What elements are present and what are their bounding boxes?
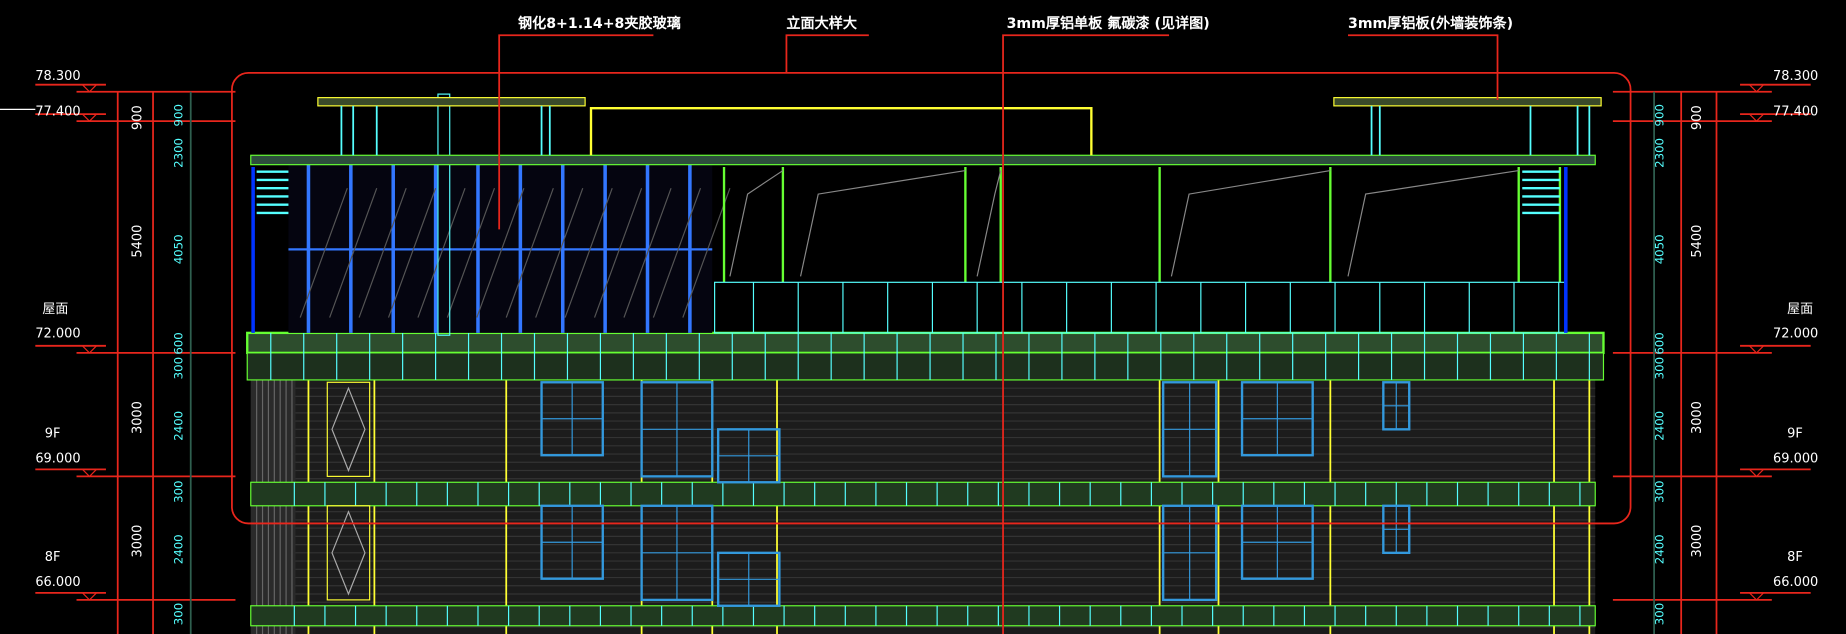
dim-inner-right-0: 900 [1653, 104, 1667, 126]
parapet-right [1333, 97, 1602, 107]
level-left-tag-9f: 9F [45, 427, 61, 442]
dim-inner-left-3: 600 [171, 332, 185, 354]
level-marker [81, 113, 97, 122]
dim-outer-left-0: 900 [130, 105, 145, 130]
dim-outer-left-1: 5400 [130, 225, 145, 258]
leader-line [785, 34, 869, 73]
dim-inner-right-5: 2400 [1653, 411, 1667, 441]
annotation-detail: 立面大样大 [786, 15, 857, 32]
dim-outer-left-3: 3000 [130, 525, 145, 558]
side-column [250, 379, 296, 634]
dim-outer-right-2: 3000 [1690, 401, 1705, 434]
glass-hatch [446, 187, 496, 318]
level-left-72000: 72.000 [35, 327, 80, 342]
floor-band [250, 481, 1596, 507]
glass-hatch [476, 187, 525, 318]
dim-inner-right-7: 2400 [1653, 534, 1667, 564]
glass-hatch [564, 187, 613, 318]
glass-hatch [299, 187, 348, 318]
dim-inner-left-1: 2300 [171, 138, 185, 168]
building-elevation [0, 34, 1811, 634]
level-right-72000: 72.000 [1773, 327, 1818, 342]
dim-inner-left-4: 300 [171, 357, 185, 379]
glass-hatch [652, 187, 702, 318]
level-right-78300: 78.300 [1773, 69, 1818, 84]
glass-hatch [535, 187, 584, 318]
decor-diamond [331, 510, 366, 596]
dim-outer-left-2: 3000 [130, 401, 145, 434]
glass-hatch [417, 187, 466, 318]
dim-inner-left-6: 300 [171, 480, 185, 502]
glass-hatch [358, 187, 407, 318]
level-left-69000: 69.000 [35, 451, 80, 466]
leader-line [498, 34, 654, 230]
floor-band [250, 605, 1596, 627]
level-left-78300: 78.300 [35, 69, 80, 84]
roof-slab-lower [246, 352, 1605, 381]
decor-panel [326, 505, 371, 601]
glass-hatch [623, 187, 672, 318]
level-left-66000: 66.000 [35, 575, 80, 590]
glass-hatch [593, 187, 643, 318]
glass-outline [799, 169, 966, 277]
level-left-77400: 77.400 [35, 104, 80, 119]
brick-wall [250, 379, 1596, 634]
annotation-glass: 钢化8+1.14+8夹胶玻璃 [518, 15, 681, 32]
level-marker [81, 592, 97, 601]
level-left-tag-8f: 8F [45, 550, 61, 565]
glass-hatch [682, 187, 731, 318]
parapet-left [317, 97, 586, 107]
glass-outline [1170, 169, 1331, 277]
level-marker [1749, 592, 1765, 601]
level-right-tag-roof: 屋面 [1787, 302, 1813, 317]
dim-inner-left-2: 4050 [171, 234, 185, 264]
level-right-77400: 77.400 [1773, 104, 1818, 119]
dim-outer-right-0: 900 [1690, 105, 1705, 130]
dim-inner-left-0: 900 [171, 104, 185, 126]
leader-line [1348, 34, 1499, 100]
level-marker [81, 345, 97, 354]
decor-panel [326, 381, 371, 477]
glass-outline [1347, 169, 1519, 277]
dim-inner-right-3: 600 [1653, 332, 1667, 354]
glass-outline [729, 170, 784, 277]
main-roof-line [250, 154, 1596, 166]
glass-outline [976, 170, 1002, 277]
level-marker [1749, 113, 1765, 122]
dim-inner-right-8: 300 [1653, 603, 1667, 625]
level-marker [1749, 84, 1765, 93]
dim-inner-left-8: 300 [171, 603, 185, 625]
annotation-aluminum-panel: 3mm厚铝单板 氟碳漆 (见详图) [1007, 15, 1210, 32]
level-right-66000: 66.000 [1773, 575, 1818, 590]
level-right-tag-8f: 8F [1787, 550, 1803, 565]
dim-inner-right-6: 300 [1653, 480, 1667, 502]
leader-line [1002, 34, 1170, 634]
glass-hatch [505, 187, 554, 318]
cyan-railing [714, 281, 1567, 334]
level-left-tag-roof: 屋面 [42, 302, 68, 317]
detail-outline [231, 72, 1632, 525]
decor-diamond [331, 386, 366, 473]
level-marker [81, 468, 97, 478]
yellow-frame [589, 107, 1093, 156]
dim-outer-right-1: 5400 [1690, 225, 1705, 258]
cyan-post [437, 93, 451, 336]
dim-inner-left-5: 2400 [171, 411, 185, 441]
level-marker [1749, 468, 1765, 478]
annotation-layer: 钢化8+1.14+8夹胶玻璃 立面大样大 3mm厚铝单板 氟碳漆 (见详图) 3… [35, 15, 1818, 625]
glass-hatch [387, 187, 437, 318]
roof-slab [246, 331, 1605, 355]
level-right-69000: 69.000 [1773, 451, 1818, 466]
level-marker [81, 84, 97, 93]
dim-outer-right-3: 3000 [1690, 525, 1705, 558]
dim-inner-right-1: 2300 [1653, 138, 1667, 168]
level-marker [1749, 345, 1765, 354]
annotation-aluminum-strip: 3mm厚铝板(外墙装饰条) [1348, 15, 1513, 32]
level-right-tag-9f: 9F [1787, 427, 1803, 442]
dim-inner-left-7: 2400 [171, 534, 185, 564]
dim-inner-right-4: 300 [1653, 357, 1667, 379]
glass-hatch [329, 187, 378, 318]
dim-inner-right-2: 4050 [1653, 234, 1667, 264]
